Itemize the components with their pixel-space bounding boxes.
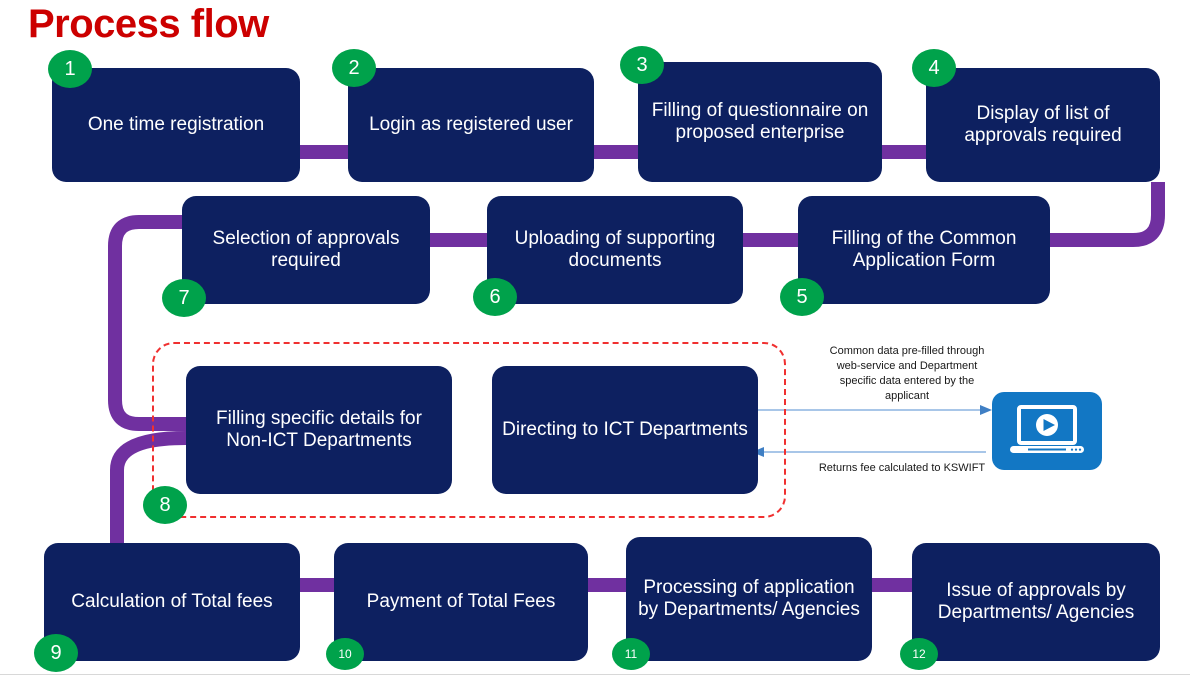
annotation-from-ict: Returns fee calculated to KSWIFT bbox=[818, 462, 986, 474]
step-box-11-label: Processing of application by Departments… bbox=[638, 576, 860, 620]
step-box-12[interactable]: Issue of approvals by Departments/ Agenc… bbox=[912, 543, 1160, 661]
step-badge-4: 4 bbox=[912, 49, 956, 87]
step-box-8a[interactable]: Filling specific details for Non-ICT Dep… bbox=[186, 366, 452, 494]
step-box-10[interactable]: Payment of Total Fees bbox=[334, 543, 588, 661]
footer-divider bbox=[0, 674, 1190, 675]
page-title: Process flow bbox=[28, 2, 269, 46]
step-box-8b-label: Directing to ICT Departments bbox=[502, 418, 748, 440]
step-badge-3: 3 bbox=[620, 46, 664, 84]
step-badge-8: 8 bbox=[143, 486, 187, 524]
step-box-1-label: One time registration bbox=[87, 113, 265, 135]
step-box-5[interactable]: Filling of the Common Application Form bbox=[798, 196, 1050, 304]
step-box-5-label: Filling of the Common Application Form bbox=[831, 227, 1017, 271]
laptop-video-icon bbox=[992, 392, 1102, 470]
step-box-7-label: Selection of approvals required bbox=[212, 227, 400, 271]
step-box-6[interactable]: Uploading of supporting documents bbox=[487, 196, 743, 304]
step-box-8b[interactable]: Directing to ICT Departments bbox=[492, 366, 758, 494]
step-box-10-label: Payment of Total Fees bbox=[366, 590, 556, 612]
step-box-3[interactable]: Filling of questionnaire on proposed ent… bbox=[638, 62, 882, 182]
step-box-3-label: Filling of questionnaire on proposed ent… bbox=[651, 99, 869, 143]
step-badge-10: 10 bbox=[326, 638, 364, 670]
step-badge-1: 1 bbox=[48, 50, 92, 88]
annotation-to-ict: Common data pre-filled through web-servi… bbox=[829, 345, 985, 402]
step-box-4[interactable]: Display of list of approvals required bbox=[926, 68, 1160, 182]
step-box-1[interactable]: One time registration bbox=[52, 68, 300, 182]
step-box-11[interactable]: Processing of application by Departments… bbox=[626, 537, 872, 661]
step-badge-5: 5 bbox=[780, 278, 824, 316]
step-box-12-label: Issue of approvals by Departments/ Agenc… bbox=[937, 579, 1135, 623]
step-box-9[interactable]: Calculation of Total fees bbox=[44, 543, 300, 661]
step-badge-2: 2 bbox=[332, 49, 376, 87]
step-box-9-label: Calculation of Total fees bbox=[71, 590, 273, 612]
step-badge-11: 11 bbox=[612, 638, 650, 670]
step-badge-7: 7 bbox=[162, 279, 206, 317]
ict-routing-dashed-region bbox=[152, 342, 786, 518]
step-box-4-label: Display of list of approvals required bbox=[964, 102, 1122, 146]
step-box-7[interactable]: Selection of approvals required bbox=[182, 196, 430, 304]
step-badge-12: 12 bbox=[900, 638, 938, 670]
laptop-video-glyph bbox=[1010, 405, 1084, 453]
step-box-2[interactable]: Login as registered user bbox=[348, 68, 594, 182]
step-box-6-label: Uploading of supporting documents bbox=[514, 227, 716, 271]
step-badge-9: 9 bbox=[34, 634, 78, 672]
step-badge-6: 6 bbox=[473, 278, 517, 316]
step-box-8a-label: Filling specific details for Non-ICT Dep… bbox=[216, 407, 422, 451]
step-box-2-label: Login as registered user bbox=[369, 113, 573, 135]
